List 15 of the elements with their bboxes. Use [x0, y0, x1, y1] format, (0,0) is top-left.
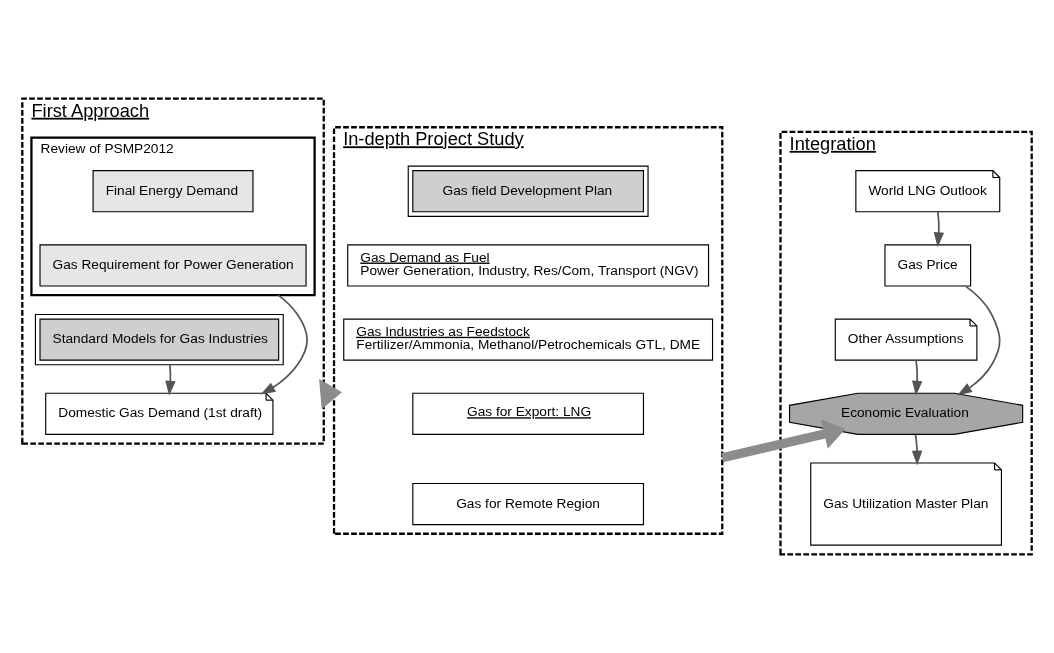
node-box: Gas field Development Plan: [407, 165, 649, 217]
arrow: [911, 433, 923, 466]
node-box: Gas Price: [884, 244, 972, 287]
arrow: [912, 359, 923, 396]
arrow: [721, 419, 846, 463]
arrow: [957, 285, 1001, 396]
node-box: Gas Demand as Fuel Power Generation, Industry, Res/Com, Transport (NGV): [347, 244, 710, 287]
arrow: [319, 378, 342, 410]
node-box: Gas Industries as Feedstock Fertilizer/Ammonia, Methanol/Petrochemicals GTL, DME: [343, 318, 714, 361]
node-box: Standard Models for Gas Industries: [34, 313, 284, 366]
arrow: [933, 211, 945, 248]
node-box: Final Energy Demand: [92, 170, 254, 213]
node-box: Gas for Export: LNG: [412, 392, 645, 435]
node-box: Gas for Remote Region: [412, 482, 645, 526]
node-box: Gas Requirement for Power Generation: [39, 244, 307, 287]
